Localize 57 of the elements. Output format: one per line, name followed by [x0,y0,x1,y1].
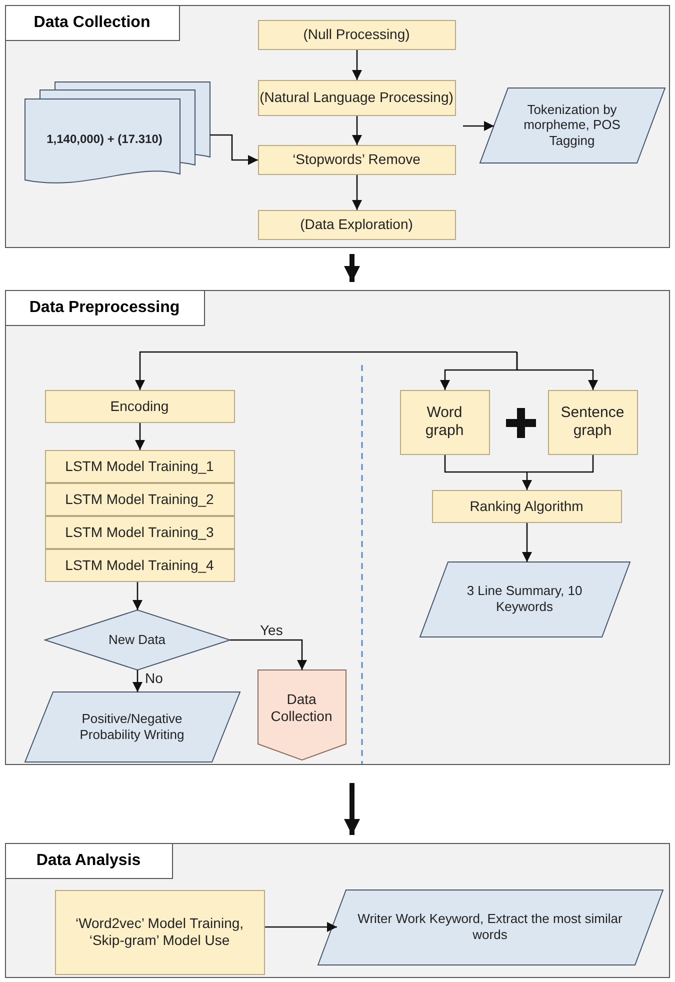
process-box [258,20,456,50]
process-box [258,144,456,174]
arrow [522,455,594,490]
process-box [44,390,234,422]
section-title: Data Preprocessing [4,290,204,326]
node-label: Encoding [110,398,169,414]
process-box [258,80,456,116]
section-panel [5,5,670,248]
arrow [344,254,360,282]
process-box [44,482,234,516]
arrow [132,582,142,610]
node-label: (Null Processing) [303,26,410,43]
node-label: (Data Exploration) [300,216,413,233]
arrow [135,351,517,390]
arrow [352,175,362,210]
node-label: Sentence graph [560,404,626,440]
node-label: ‘Word2vec’ Model Training, ‘Skip-gram’ Model Use [74,915,245,949]
node-label: Writer Work Keyword, Extract the most similar words [356,911,624,943]
process-box [44,450,234,482]
section-panel [5,843,670,978]
edge-label: Yes [258,622,285,638]
process-box [258,210,456,240]
arrow [230,639,307,670]
node-label: 3 Line Summary, 10 Keywords [466,583,584,615]
process-box [54,890,264,974]
process-box [44,516,234,548]
process-box [432,490,622,522]
node-label: Ranking Algorithm [470,498,584,514]
node-label: New Data [108,632,166,648]
node-label: LSTM Model Training_2 [65,490,214,508]
process-box [548,390,638,454]
node-label: ‘Stopwords’ Remove [292,151,420,168]
edge-label: No [143,670,165,686]
arrow [132,670,142,692]
node-label: Positive/Negative Probability Writing [78,710,186,742]
process-box [44,548,234,582]
section-panel [5,290,670,765]
arrow [352,116,362,145]
node-label: Word graph [424,404,465,440]
arrow [135,423,145,450]
arrow [210,134,258,165]
arrow [265,922,337,932]
arrow [463,121,494,131]
arrow [352,50,362,80]
arrow [344,783,360,835]
node-label: 1,140,000) + (17.310) [46,132,162,146]
arrow [516,352,598,390]
node-label: LSTM Model Training_3 [65,524,214,540]
section-title: Data Analysis [4,842,172,878]
section-title: Data Collection [4,4,180,40]
node-label: (Natural Language Processing) [260,89,454,106]
node-label: Tokenization by morpheme, POS Tagging [522,102,622,148]
arrow [522,523,532,562]
node-label: LSTM Model Training_1 [65,458,214,474]
node-label: LSTM Model Training_4 [65,556,214,574]
process-box [400,390,490,454]
node-label: Data Collection [270,690,334,724]
